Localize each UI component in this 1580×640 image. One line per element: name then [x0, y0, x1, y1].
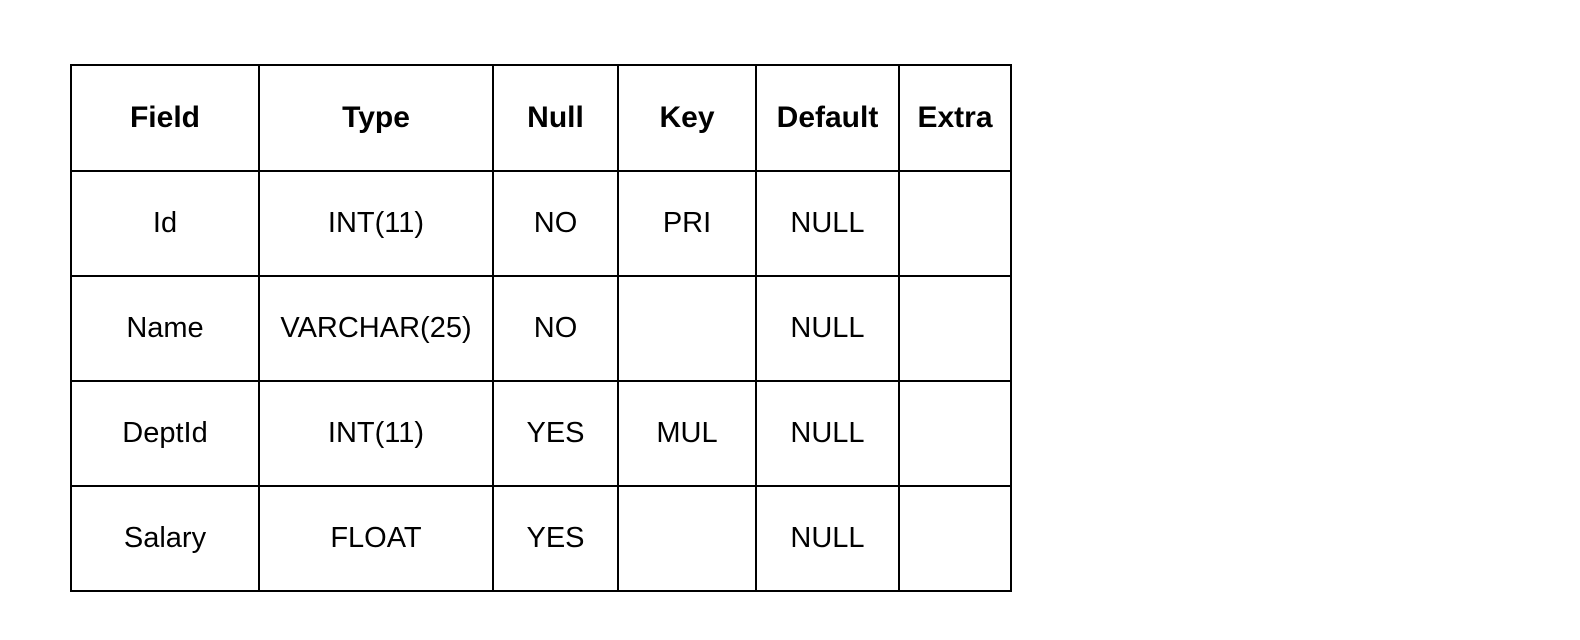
cell-key: PRI — [617, 170, 757, 277]
table-row: DeptId INT(11) YES MUL NULL — [70, 380, 1012, 487]
cell-type: VARCHAR(25) — [258, 275, 494, 382]
table-row: Name VARCHAR(25) NO NULL — [70, 275, 1012, 382]
cell-null: NO — [492, 170, 619, 277]
cell-null: YES — [492, 485, 619, 592]
table-header-row: Field Type Null Key Default Extra — [70, 64, 1012, 172]
cell-default: NULL — [755, 275, 900, 382]
cell-field: Id — [70, 170, 260, 277]
cell-null: YES — [492, 380, 619, 487]
cell-extra — [898, 380, 1012, 487]
cell-type: FLOAT — [258, 485, 494, 592]
cell-key: MUL — [617, 380, 757, 487]
table-row: Id INT(11) NO PRI NULL — [70, 170, 1012, 277]
column-header-field: Field — [70, 64, 260, 172]
cell-extra — [898, 485, 1012, 592]
column-header-extra: Extra — [898, 64, 1012, 172]
cell-null: NO — [492, 275, 619, 382]
cell-key — [617, 275, 757, 382]
schema-table: Field Type Null Key Default Extra Id INT… — [70, 64, 1012, 592]
column-header-key: Key — [617, 64, 757, 172]
cell-key — [617, 485, 757, 592]
column-header-null: Null — [492, 64, 619, 172]
cell-type: INT(11) — [258, 170, 494, 277]
cell-default: NULL — [755, 170, 900, 277]
cell-field: Name — [70, 275, 260, 382]
column-header-type: Type — [258, 64, 494, 172]
cell-field: DeptId — [70, 380, 260, 487]
column-header-default: Default — [755, 64, 900, 172]
table-row: Salary FLOAT YES NULL — [70, 485, 1012, 592]
cell-extra — [898, 170, 1012, 277]
cell-type: INT(11) — [258, 380, 494, 487]
cell-field: Salary — [70, 485, 260, 592]
cell-default: NULL — [755, 485, 900, 592]
cell-default: NULL — [755, 380, 900, 487]
cell-extra — [898, 275, 1012, 382]
